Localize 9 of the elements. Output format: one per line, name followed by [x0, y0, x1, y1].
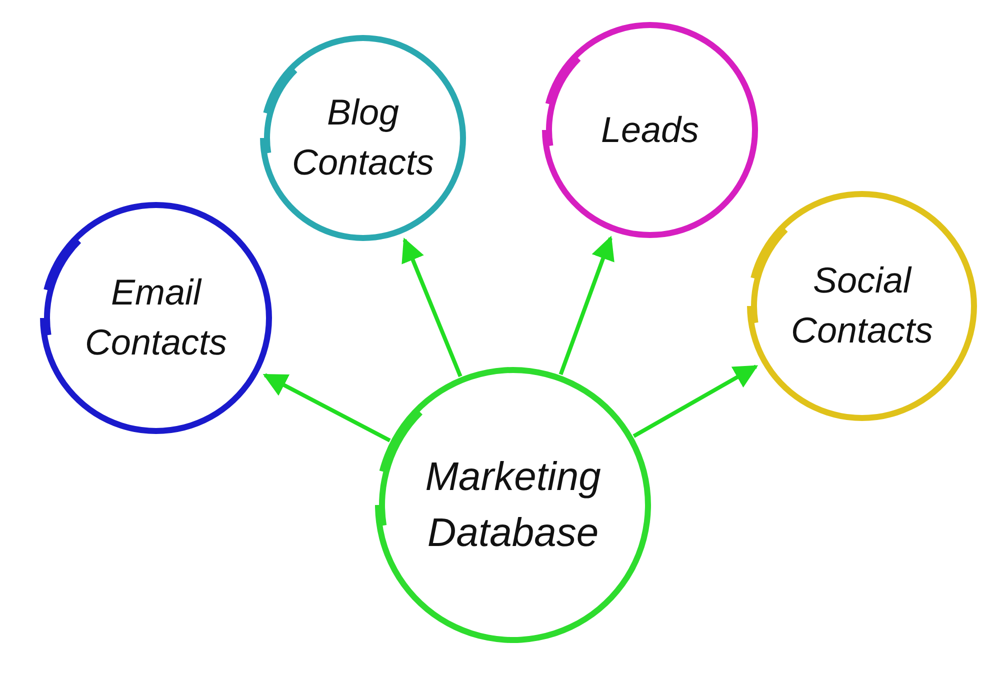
arrow [558, 236, 614, 376]
node-label: Email Contacts [84, 270, 228, 365]
arrow [402, 238, 462, 378]
node-label: Blog Contacts [290, 90, 436, 185]
node-label: Leads [600, 108, 700, 152]
arrow [632, 364, 758, 438]
node-label: Social Contacts [790, 258, 934, 353]
arrow [262, 373, 391, 442]
node-label: Marketing Database [424, 454, 602, 557]
